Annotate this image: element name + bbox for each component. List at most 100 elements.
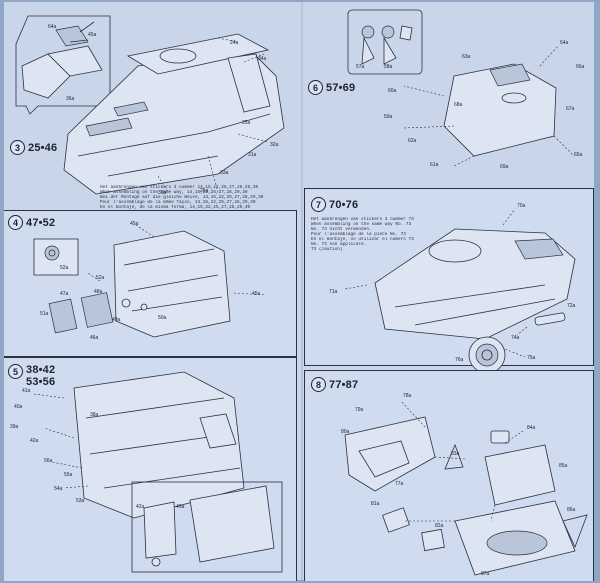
step-4-range: 47•52 bbox=[26, 216, 56, 229]
step-8-panel: 8 77•87 79a 78a 80a 77a 81a 82a 83a bbox=[304, 370, 594, 581]
label-52a: 52a bbox=[96, 275, 105, 281]
label-30a: 30a bbox=[158, 190, 167, 196]
detail-wheel-hub bbox=[44, 245, 60, 261]
step-3-diagram: 24a 34a 25a 32a 31a 33a 30a 26a 64a 45a … bbox=[15, 15, 285, 196]
label-62a: 62a bbox=[408, 138, 417, 144]
label-42a: 42a bbox=[30, 438, 39, 444]
step-5-header: 5 38•42 53•56 bbox=[8, 364, 56, 388]
step-6-header: 6 57•69 bbox=[308, 80, 355, 95]
step-4-number: 4 bbox=[8, 215, 23, 230]
step-6-range: 57•69 bbox=[326, 81, 356, 94]
step-3-note-line: Het aanbrengen van stickers 3 nummer 14,… bbox=[100, 185, 259, 190]
label-45a-2: 45a bbox=[252, 291, 261, 297]
step-7-header: 7 70•76 bbox=[311, 197, 358, 212]
label-84a: 84a bbox=[527, 425, 536, 431]
label-47a: 47a bbox=[60, 291, 69, 297]
step-6-number: 6 bbox=[308, 80, 323, 95]
inset-part-left bbox=[361, 36, 375, 65]
label-41a: 41a bbox=[22, 388, 31, 394]
label-76a: 76a bbox=[455, 357, 464, 363]
step-3-number: 3 bbox=[10, 140, 25, 155]
inset-bracket bbox=[143, 501, 177, 559]
step-8-range: 77•87 bbox=[329, 378, 359, 391]
step-7-note-line: No. 73 nicht verwenden. bbox=[311, 227, 372, 232]
step-7-note: Het aanbrengen van stickers 3 nummer 73 … bbox=[311, 217, 431, 252]
label-61a: 61a bbox=[430, 162, 439, 168]
label-45a: 45a bbox=[130, 221, 139, 227]
periscope-block-bottom bbox=[421, 528, 445, 552]
step-7-note-line: En el montaje, no utilizar el número 73 bbox=[311, 237, 414, 242]
antenna-fin bbox=[444, 443, 464, 470]
label-65a: 65a bbox=[574, 152, 583, 158]
label-85a: 85a bbox=[559, 463, 568, 469]
step-7-note-line: 73 (caution) bbox=[311, 247, 343, 252]
label-50a: 50a bbox=[158, 315, 167, 321]
label-64a: 64a bbox=[48, 24, 57, 30]
step-7-note-line: When assembling on the same way No. 73 bbox=[311, 222, 412, 227]
step-7-note-line: Het aanbrengen van stickers 3 nummer 73 bbox=[311, 217, 414, 222]
label-77a: 77a bbox=[395, 481, 404, 487]
wheel-hub bbox=[475, 343, 499, 367]
label-57a: 57a bbox=[356, 64, 365, 70]
label-38a: 38a bbox=[90, 412, 99, 418]
step-5-diagram: 41a 40a 39a 42a 56a 55a 54a 53a 38a 42a … bbox=[10, 371, 283, 573]
step-4-diagram: 52a 45a 45a 52a 47a 48a 51a 49a 50a 46a bbox=[33, 221, 267, 341]
page-fold bbox=[301, 2, 303, 580]
step-3-range: 25•46 bbox=[28, 141, 58, 154]
label-60a: 60a bbox=[388, 88, 397, 94]
engine-grille-1 bbox=[85, 117, 133, 137]
label-53a: 53a bbox=[76, 498, 85, 504]
label-34a: 34a bbox=[258, 56, 267, 62]
label-46a: 46a bbox=[90, 335, 99, 341]
label-64a: 64a bbox=[560, 40, 569, 46]
step-4-header: 4 47•52 bbox=[8, 215, 55, 230]
turret-hatch bbox=[501, 92, 527, 104]
mud-flap-front bbox=[48, 298, 78, 334]
mud-flap-left bbox=[80, 292, 114, 328]
turret-base-opening bbox=[486, 530, 548, 556]
step-8-header: 8 77•87 bbox=[311, 377, 358, 392]
label-68a: 68a bbox=[454, 102, 463, 108]
label-24a: 24a bbox=[230, 40, 239, 46]
step-7-panel: 7 70•76 Het aanbrengen van stickers 3 nu… bbox=[304, 188, 594, 374]
label-70a: 70a bbox=[517, 203, 526, 209]
step-5-inset-box bbox=[131, 481, 283, 573]
callout-part-b bbox=[47, 45, 103, 77]
step-7-number: 7 bbox=[311, 197, 326, 212]
label-69a: 69a bbox=[500, 164, 509, 170]
label-78a: 78a bbox=[403, 393, 412, 399]
label-40a: 40a bbox=[14, 404, 23, 410]
label-66a: 66a bbox=[576, 64, 585, 70]
label-26a: 26a bbox=[200, 188, 209, 194]
periscope-3 bbox=[399, 25, 413, 41]
label-59a: 59a bbox=[384, 114, 393, 120]
label-36a: 36a bbox=[66, 96, 75, 102]
roof-grille bbox=[514, 238, 564, 260]
step-5-range: 38•42 53•56 bbox=[26, 364, 56, 388]
label-83a: 83a bbox=[451, 451, 460, 457]
label-49a: 49a bbox=[112, 317, 121, 323]
label-86a: 86a bbox=[567, 507, 576, 513]
step-8-number: 8 bbox=[311, 377, 326, 392]
label-45a: 45a bbox=[88, 32, 97, 38]
label-31a: 31a bbox=[248, 152, 257, 158]
periscope-1 bbox=[361, 25, 375, 39]
label-79a: 79a bbox=[355, 407, 364, 413]
bolt bbox=[121, 298, 131, 308]
exhaust-pipe bbox=[534, 312, 566, 326]
hatch-ring bbox=[159, 48, 197, 64]
step-6-diagram: 57a 58a 60a 59a 62a 61a 63a 64a 66a 65a … bbox=[347, 9, 585, 170]
label-67a: 67a bbox=[566, 106, 575, 112]
turret-grille bbox=[489, 63, 531, 87]
step-5-number: 5 bbox=[8, 364, 23, 379]
label-58a: 58a bbox=[384, 64, 393, 70]
instruction-sheet: 24a 34a 25a 32a 31a 33a 30a 26a 64a 45a … bbox=[4, 2, 594, 581]
turret-ring bbox=[428, 239, 482, 263]
bolt bbox=[140, 303, 148, 311]
inset-hull-section bbox=[189, 485, 275, 563]
label-45a-inset: 45a bbox=[176, 504, 185, 510]
step-8-diagram: 79a 78a 80a 77a 81a 82a 83a 84a 85a 86a … bbox=[341, 393, 588, 577]
label-63a: 63a bbox=[462, 54, 471, 60]
label-32a: 32a bbox=[270, 142, 279, 148]
label-39a: 39a bbox=[10, 424, 19, 430]
